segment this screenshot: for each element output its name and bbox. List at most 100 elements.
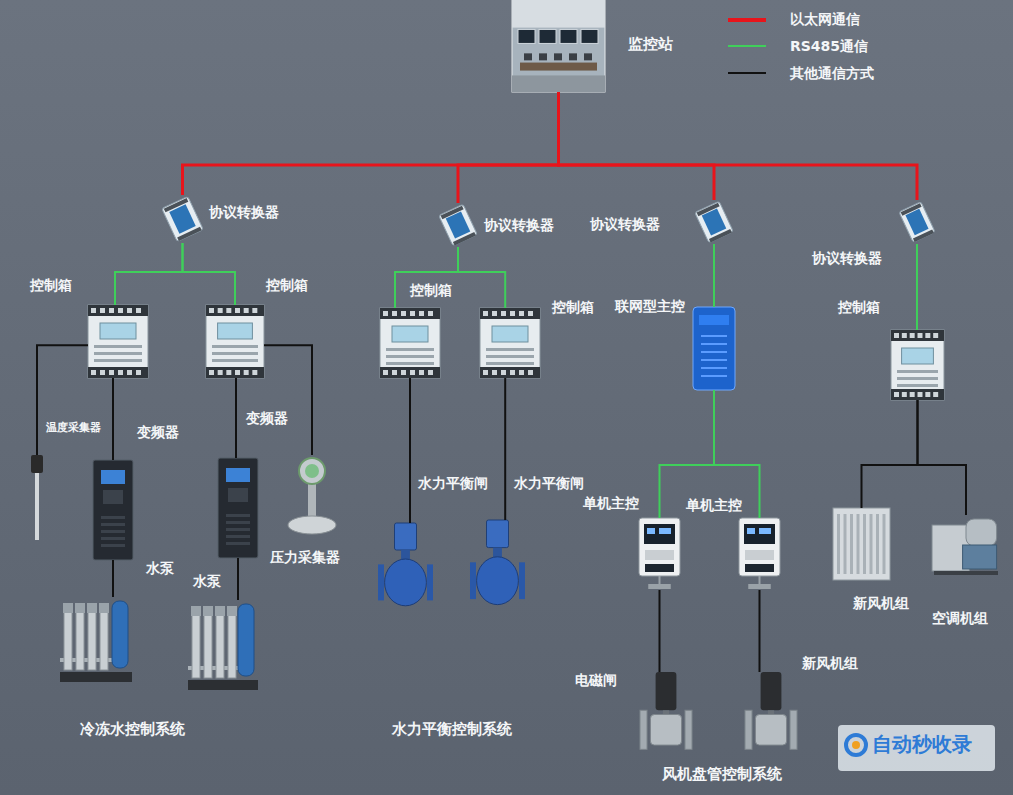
balance-valve-icon	[378, 523, 433, 606]
icon-shape	[109, 370, 114, 375]
icon-shape	[191, 606, 201, 616]
icon-shape	[91, 370, 96, 375]
node-label: 单机主控	[583, 495, 639, 511]
icon-shape	[761, 672, 782, 710]
icon-shape	[659, 528, 671, 534]
temperature-sensor-icon	[31, 455, 43, 540]
icon-shape	[659, 576, 661, 584]
icon-shape	[226, 528, 250, 531]
connector-line	[409, 378, 411, 523]
icon-shape	[857, 514, 860, 574]
water-pump: 水泵	[60, 597, 132, 682]
icon-shape	[395, 523, 417, 550]
icon-shape	[162, 196, 204, 241]
inverter: 变频器	[93, 460, 133, 560]
balance-valve: 水力平衡闸	[378, 523, 433, 613]
icon-shape	[218, 370, 223, 375]
icon-shape	[226, 468, 250, 482]
icon-shape	[228, 488, 248, 502]
icon-shape	[647, 528, 655, 534]
icon-shape	[838, 725, 995, 771]
icon-shape	[913, 229, 934, 242]
icon-shape	[569, 53, 577, 60]
node-label: 监控站	[628, 36, 673, 53]
icon-shape	[697, 203, 720, 217]
control-box: 控制箱	[88, 305, 148, 378]
inverter-icon	[218, 458, 258, 558]
icon-shape	[63, 603, 73, 613]
node-label: 协议转换器	[209, 204, 279, 220]
connector-line	[115, 243, 183, 305]
icon-shape	[925, 333, 930, 338]
connector-line	[183, 92, 559, 195]
icon-shape	[218, 308, 223, 313]
icon-shape	[75, 603, 85, 613]
node-label: 联网型主控	[615, 298, 685, 314]
icon-shape	[386, 348, 434, 351]
connector-line	[112, 560, 114, 597]
icon-shape	[492, 370, 497, 375]
icon-shape	[31, 455, 43, 473]
icon-shape	[91, 308, 96, 313]
air-conditioning-unit-icon	[932, 519, 998, 575]
icon-shape	[925, 392, 930, 397]
icon-shape	[701, 367, 727, 369]
monitor-station: 监控站	[512, 0, 605, 92]
icon-shape	[392, 326, 428, 342]
icon-shape	[883, 514, 886, 574]
icon-shape	[101, 544, 125, 547]
icon-shape	[127, 308, 132, 313]
icon-shape	[644, 524, 675, 544]
icon-shape	[966, 519, 997, 546]
protocol-converter-icon	[695, 201, 734, 243]
icon-shape	[226, 370, 231, 375]
icon-shape	[833, 508, 890, 580]
node-label: 水力平衡闸	[418, 475, 488, 491]
icon-shape	[512, 0, 605, 92]
connector-line	[112, 378, 114, 460]
icon-shape	[252, 308, 257, 313]
node-label: 空调机组	[932, 610, 988, 626]
icon-shape	[933, 333, 938, 338]
node-label: 水泵	[193, 573, 221, 589]
solenoid-valve-icon	[640, 672, 692, 749]
icon-shape	[897, 370, 938, 373]
icon-shape	[177, 227, 202, 241]
icon-shape	[94, 345, 142, 348]
icon-shape	[844, 514, 847, 574]
icon-shape	[419, 370, 424, 375]
icon-shape	[385, 559, 427, 606]
icon-shape	[963, 545, 997, 569]
icon-shape	[218, 458, 258, 558]
icon-shape	[386, 355, 434, 358]
icon-shape	[453, 232, 476, 246]
icon-shape	[870, 514, 873, 574]
icon-shape	[520, 63, 597, 71]
balance-valve: 水力平衡闸	[470, 520, 525, 612]
icon-shape	[744, 524, 775, 544]
icon-shape	[101, 516, 125, 519]
system-name: 风机盘管控制系统	[662, 766, 782, 783]
protocol-converter: 协议转换器	[160, 195, 205, 243]
icon-shape	[560, 29, 577, 43]
icon-shape	[299, 458, 325, 484]
icon-shape	[164, 198, 189, 212]
icon-shape	[410, 370, 415, 375]
icon-shape	[226, 521, 250, 524]
control-box-icon	[206, 305, 264, 378]
legend-text: 以太网通信	[790, 11, 860, 27]
icon-shape	[470, 562, 476, 599]
icon-shape	[169, 204, 195, 233]
node-label: 控制箱	[552, 299, 594, 315]
icon-shape	[226, 542, 250, 545]
icon-shape	[101, 537, 125, 540]
icon-shape	[100, 308, 105, 313]
icon-shape	[846, 735, 866, 755]
icon-shape	[235, 308, 240, 313]
fresh-air-unit-icon	[833, 508, 890, 580]
icon-shape	[709, 229, 732, 243]
icon-shape	[87, 603, 97, 613]
icon-shape	[918, 333, 923, 338]
icon-shape	[60, 672, 132, 682]
icon-shape	[745, 710, 752, 749]
